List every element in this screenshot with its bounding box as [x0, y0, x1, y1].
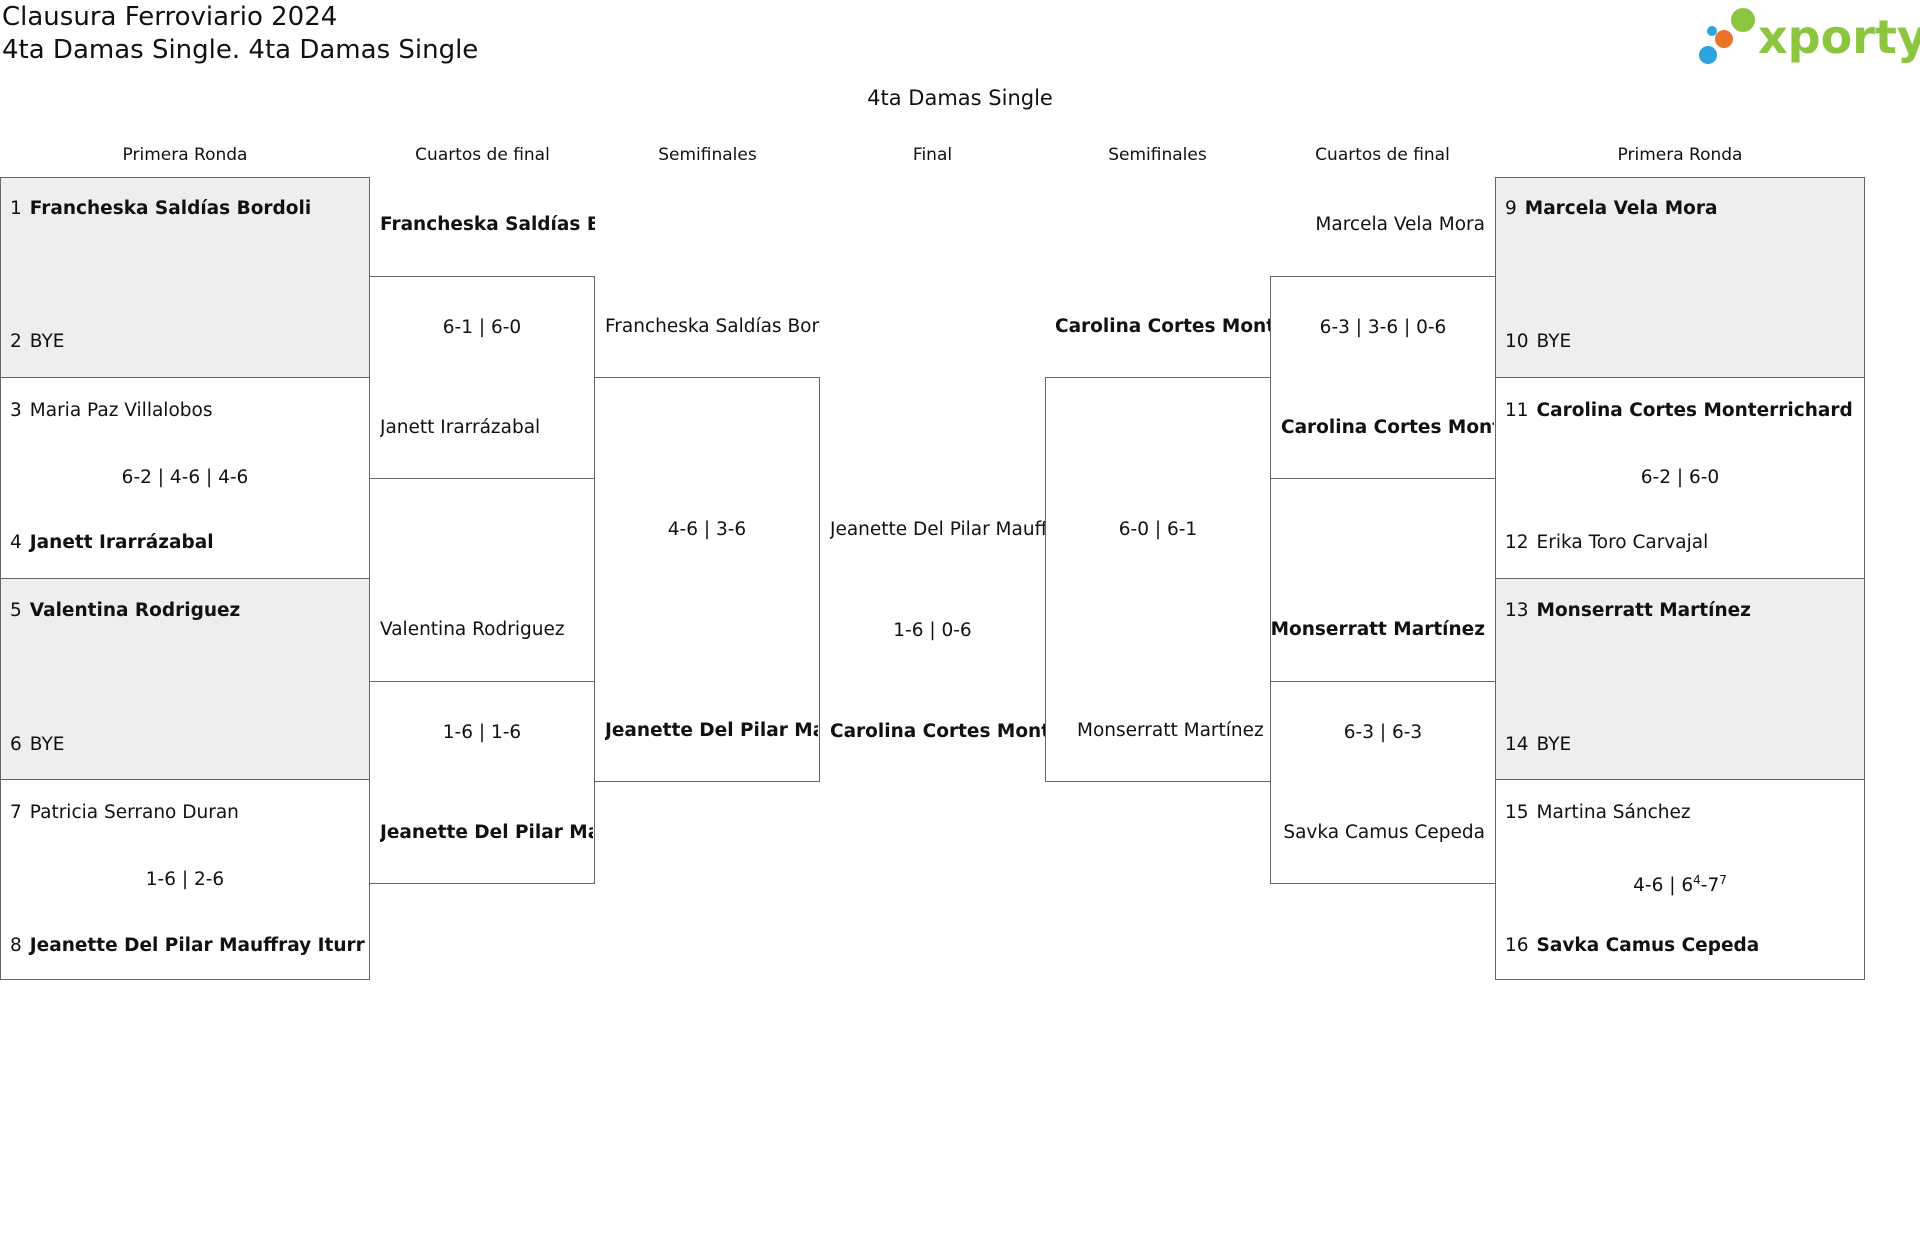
match-box[interactable]	[1270, 276, 1496, 479]
match-score: 1-6 | 2-6	[145, 869, 225, 890]
match-box[interactable]	[1495, 177, 1865, 378]
match-score: 6-2 | 4-6 | 4-6	[121, 467, 249, 488]
match-box[interactable]	[369, 681, 595, 884]
match-score: 4-6 | 3-6	[667, 519, 747, 540]
match-score: 6-3 | 6-3	[1343, 722, 1423, 743]
draw-subtitle: 4ta Damas Single. 4ta Damas Single	[2, 35, 479, 65]
round-label-left-qf: Cuartos de final	[415, 145, 550, 165]
round-label-right-qf: Cuartos de final	[1315, 145, 1450, 165]
player-entry: Savka Camus Cepeda	[1283, 822, 1485, 843]
round-label-left-sf: Semifinales	[658, 145, 757, 165]
round-label-final: Final	[912, 145, 953, 165]
match-box[interactable]	[594, 377, 820, 782]
match-box[interactable]	[0, 578, 370, 780]
logo-dot-blue	[1699, 46, 1717, 64]
match-score: 6-3 | 3-6 | 0-6	[1319, 317, 1447, 338]
logo-dot-green	[1731, 8, 1755, 32]
player-entry: Janett Irarrázabal	[380, 417, 541, 438]
player-entry: Valentina Rodriguez	[380, 619, 565, 640]
match-score: 1-6 | 1-6	[442, 722, 522, 743]
player-entry: Carolina Cortes Monterrichard	[1281, 417, 1494, 438]
logo-wordmark: xporty	[1758, 10, 1920, 64]
logo-dot-small	[1707, 26, 1717, 36]
match-box[interactable]	[1045, 377, 1271, 782]
player-entry: Marcela Vela Mora	[1315, 214, 1485, 235]
match-box[interactable]	[1495, 578, 1865, 780]
player-entry: Carolina Cortes Monterrichard	[1055, 316, 1270, 337]
match-box[interactable]	[0, 177, 370, 378]
match-box[interactable]	[1495, 779, 1865, 980]
player-entry: Monserratt Martínez	[1077, 720, 1264, 741]
match-score: 4-6 | 64-77	[1633, 873, 1727, 897]
round-label-left-r1: Primera Ronda	[122, 145, 248, 165]
match-score: 6-1 | 6-0	[442, 317, 522, 338]
xporty-logo: xporty	[1699, 8, 1920, 64]
tournament-title: Clausura Ferroviario 2024	[2, 2, 338, 32]
logo-dot-orange	[1715, 30, 1733, 48]
match-score: 6-0 | 6-1	[1118, 519, 1198, 540]
player-entry: Jeanette Del Pilar Mauffray Iturra	[605, 720, 818, 741]
round-label-right-sf: Semifinales	[1108, 145, 1207, 165]
player-entry: Francheska Saldías Bordoli	[605, 316, 820, 337]
player-entry: Francheska Saldías Bordoli	[380, 214, 595, 235]
draw-category-title: 4ta Damas Single	[867, 86, 1053, 110]
final-player-entry: Carolina Cortes Monterrichard	[830, 721, 1045, 742]
player-entry: Jeanette Del Pilar Mauffray Iturra	[380, 822, 593, 843]
final-score: 1-6 | 0-6	[893, 620, 972, 641]
match-score: 6-2 | 6-0	[1640, 467, 1720, 488]
match-box[interactable]	[1270, 681, 1496, 884]
round-label-right-r1: Primera Ronda	[1617, 145, 1743, 165]
player-entry: Monserratt Martínez	[1270, 619, 1485, 640]
final-player-entry: Jeanette Del Pilar Mauffray Iturra	[830, 519, 1045, 540]
match-box[interactable]	[369, 276, 595, 479]
